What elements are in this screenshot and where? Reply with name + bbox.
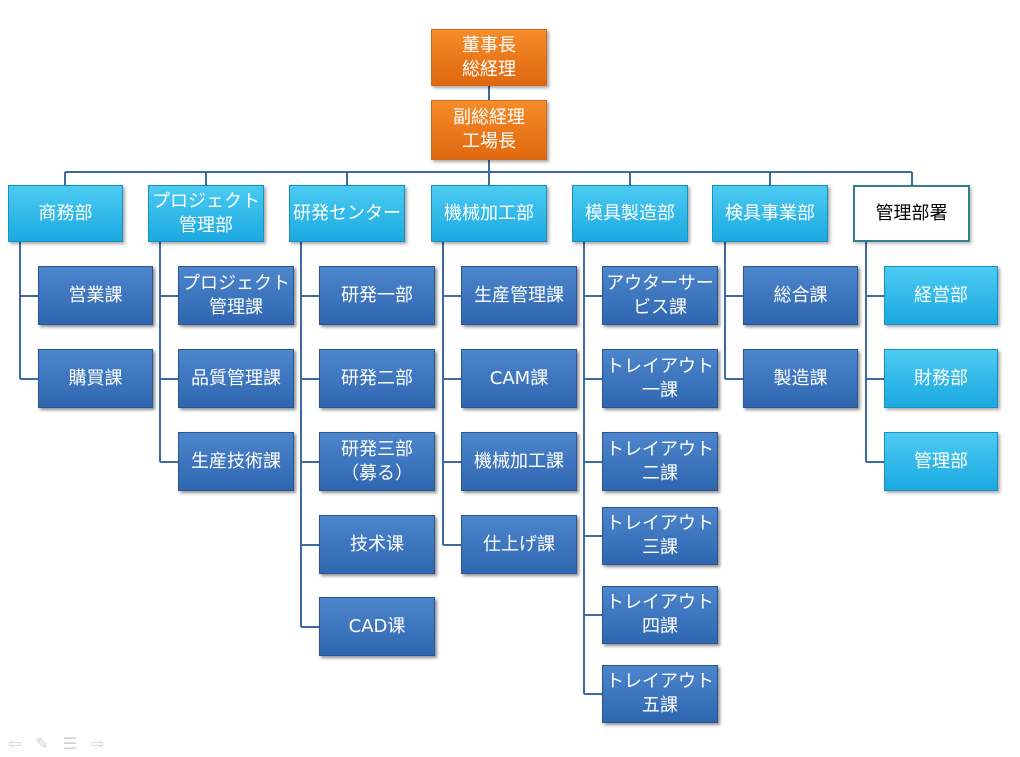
section-box: CAD课 <box>319 597 435 656</box>
section-box: 研発一部 <box>319 266 435 325</box>
section-box: トレイアウト 五課 <box>602 665 718 723</box>
dept-box: 検具事業部 <box>712 185 828 242</box>
section-box: 営業課 <box>38 266 153 325</box>
section-box: 総合課 <box>743 266 858 325</box>
section-box: 仕上げ課 <box>461 515 577 574</box>
dept-box: 商務部 <box>8 185 123 242</box>
section-box: 研発三部 （募る） <box>319 432 435 491</box>
section-box: 経営部 <box>884 266 998 325</box>
section-box: CAM課 <box>461 349 577 408</box>
next-arrow-icon[interactable]: ⇨ <box>91 734 105 753</box>
section-box: トレイアウト 二課 <box>602 432 718 491</box>
section-box: アウターサー ビス課 <box>602 266 718 325</box>
dept-box: 管理部署 <box>853 185 970 242</box>
section-box: 購買課 <box>38 349 153 408</box>
section-box: 研発二部 <box>319 349 435 408</box>
dept-box: 機械加工部 <box>431 185 547 242</box>
section-box: プロジェクト 管理課 <box>178 266 294 325</box>
section-box: トレイアウト 一課 <box>602 349 718 408</box>
section-box: 生産管理課 <box>461 266 577 325</box>
section-box: 財務部 <box>884 349 998 408</box>
dept-box: 模具製造部 <box>572 185 688 242</box>
slide-nav-bar: ⇦ ✎ ☰ ⇨ <box>8 734 105 753</box>
dept-box: 研発センター <box>289 185 405 242</box>
menu-icon[interactable]: ☰ <box>62 734 78 753</box>
pen-icon[interactable]: ✎ <box>35 734 49 753</box>
section-box: 管理部 <box>884 432 998 491</box>
section-box: トレイアウト 三課 <box>602 507 718 565</box>
section-box: 技术课 <box>319 515 435 574</box>
dept-box: プロジェクト 管理部 <box>148 185 264 242</box>
previous-arrow-icon[interactable]: ⇦ <box>8 734 22 753</box>
section-box: トレイアウト 四課 <box>602 586 718 644</box>
section-box: 生産技術課 <box>178 432 294 491</box>
vice-president-box: 副総経理 工場長 <box>431 100 547 160</box>
section-box: 品質管理課 <box>178 349 294 408</box>
chairman-box: 董事長 総経理 <box>431 29 547 86</box>
section-box: 機械加工課 <box>461 432 577 491</box>
section-box: 製造課 <box>743 349 858 408</box>
